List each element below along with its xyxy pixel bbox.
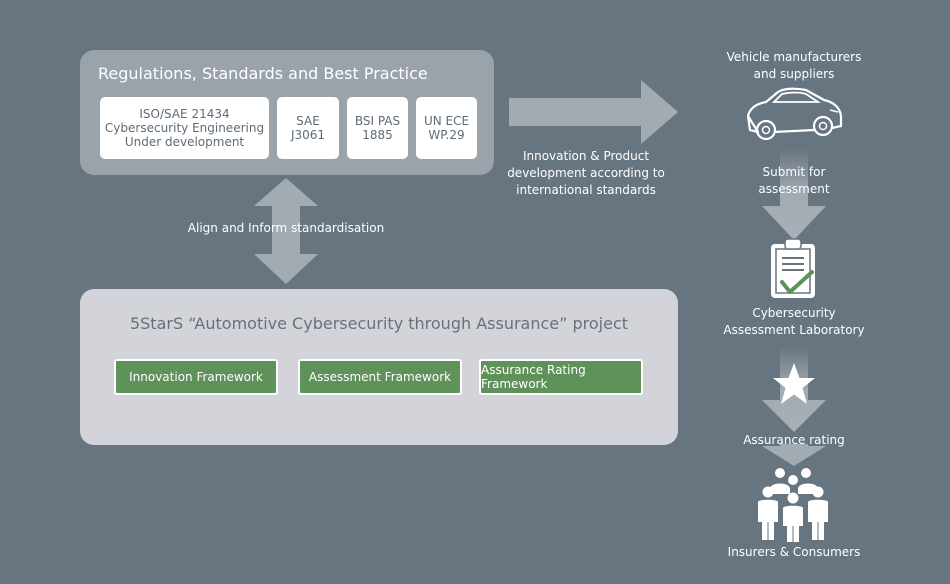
rating-label: Assurance rating (743, 433, 845, 447)
arrow-bidirectional-align (254, 178, 318, 284)
regulations-title: Regulations, Standards and Best Practice (98, 64, 428, 83)
standard-sae-j3061: SAE J3061 (277, 97, 339, 159)
lab-label: Cybersecurity Assessment Laboratory (723, 306, 865, 337)
people-group-icon (758, 468, 828, 542)
clipboard-check-icon (771, 238, 815, 298)
manufacturers-label: Vehicle manufacturers and suppliers (726, 50, 862, 81)
assurance-rating-framework-box: Assurance Rating Framework (479, 359, 643, 395)
car-icon (746, 87, 843, 141)
assessment-framework-box: Assessment Framework (298, 359, 462, 395)
standard-un-ece-wp29: UN ECE WP.29 (416, 97, 477, 159)
align-label: Align and Inform standardisation (187, 221, 385, 235)
innovation-framework-box: Innovation Framework (114, 359, 278, 395)
submit-label: Submit for assessment (758, 165, 830, 196)
consumers-label: Insurers & Consumers (727, 545, 861, 559)
arrow-down-rating (762, 444, 826, 466)
arrow-right-to-manufacturers (509, 80, 678, 144)
star-icon (773, 363, 815, 404)
project-title: 5StarS “Automotive Cybersecurity through… (129, 314, 629, 333)
standard-iso-sae-21434: ISO/SAE 21434 Cybersecurity Engineering … (100, 97, 269, 159)
arrow-down-submit (762, 148, 826, 240)
standard-bsi-pas-1885: BSI PAS 1885 (347, 97, 408, 159)
innovation-label: Innovation & Product development accordi… (507, 149, 665, 197)
